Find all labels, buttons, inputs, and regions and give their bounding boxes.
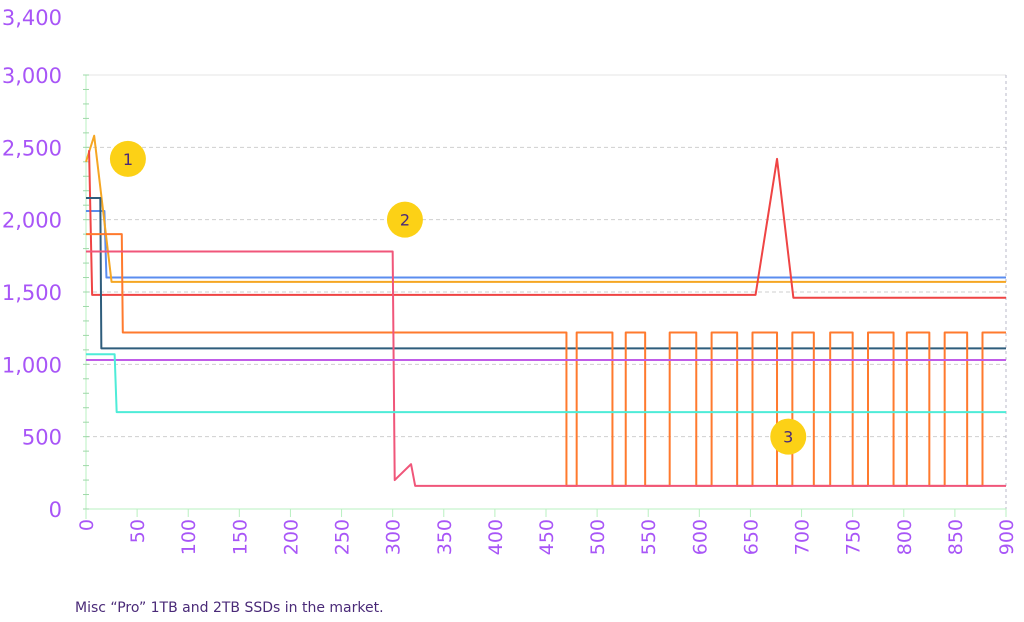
series-line-drive-c [88, 150, 1006, 299]
x-tick-label: 250 [332, 519, 354, 555]
annotation-marker [109, 140, 146, 177]
series-line-drive-f [86, 250, 1006, 487]
x-tick-label: 400 [485, 519, 507, 555]
x-tick-label: 150 [229, 519, 251, 555]
x-tick-label: 300 [383, 519, 405, 555]
y-tick-label: 3,400 [2, 6, 62, 30]
series-line-drive-a [86, 209, 1006, 279]
y-tick-label: 500 [22, 426, 62, 450]
x-tick-label: 900 [996, 519, 1018, 555]
x-tick-label: 800 [894, 519, 916, 555]
annotation-label: 2 [400, 211, 410, 230]
y-tick-label: 0 [49, 498, 62, 522]
x-tick-label: 750 [843, 519, 865, 555]
x-tick-label: 550 [638, 519, 660, 555]
y-tick-label: 2,500 [2, 136, 62, 160]
x-tick-label: 650 [740, 519, 762, 555]
annotation-marker [386, 201, 423, 238]
x-tick-label: 100 [178, 519, 200, 555]
annotation-marker [770, 418, 807, 455]
line-chart: 0 500 1,000 1,500 2,000 2,500 3,000 3,400 0 50 100… [2, 6, 1018, 555]
y-tick-label: 1,000 [2, 353, 62, 377]
x-tick-label: 500 [587, 519, 609, 555]
series-line-drive-h [86, 353, 1006, 414]
series-line-drive-e [86, 233, 1006, 487]
x-tick-label: 350 [434, 519, 456, 555]
x-tick-label: 200 [280, 519, 302, 555]
x-tick-label: 450 [536, 519, 558, 555]
x-tick-label: 0 [76, 519, 98, 531]
x-tick-label: 600 [689, 519, 711, 555]
series-line-drive-b [85, 134, 1006, 283]
y-tick-label: 3,000 [2, 64, 62, 88]
series-line-drive-d [86, 196, 1006, 350]
y-tick-label: 1,500 [2, 281, 62, 305]
chart-caption: Misc “Pro” 1TB and 2TB SSDs in the marke… [75, 600, 384, 616]
x-tick-label: 50 [127, 519, 149, 543]
y-tick-label: 2,000 [2, 209, 62, 233]
annotation-label: 1 [123, 150, 133, 169]
annotation-label: 3 [783, 428, 793, 447]
x-tick-label: 700 [792, 519, 814, 555]
x-tick-label: 850 [945, 519, 967, 555]
